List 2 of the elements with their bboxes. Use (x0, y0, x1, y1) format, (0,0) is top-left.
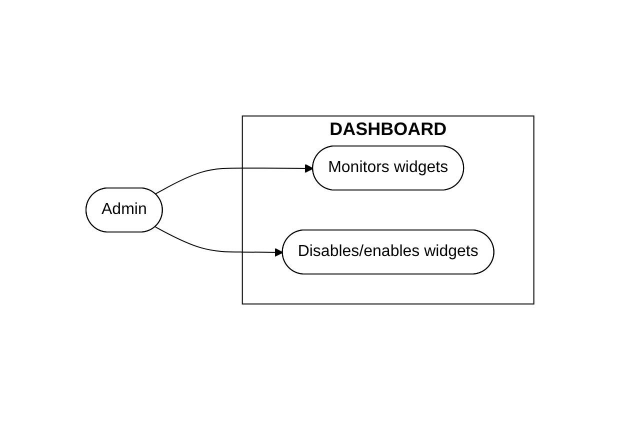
arrow (154, 164, 314, 194)
arrow (154, 226, 284, 257)
